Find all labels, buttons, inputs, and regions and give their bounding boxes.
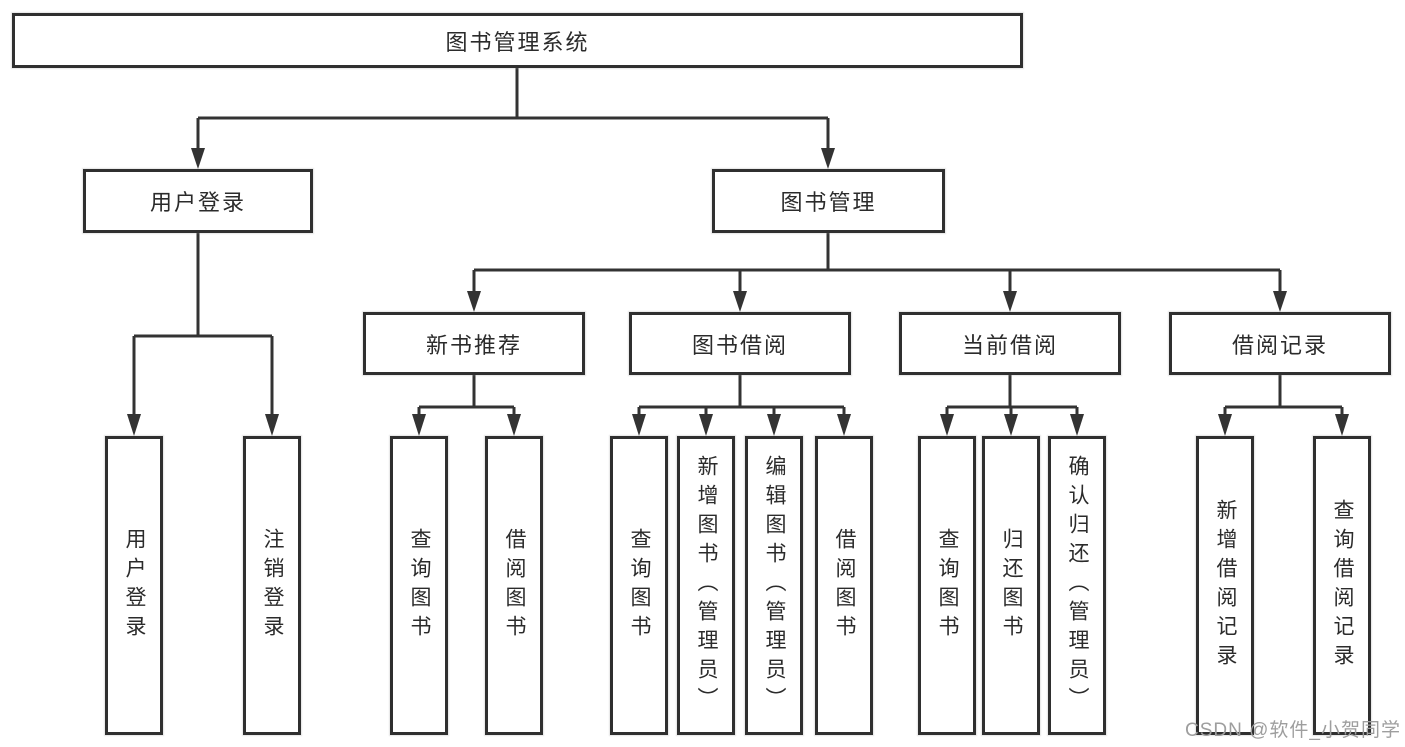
leaf-add-books-admin: 新增图书（管理员） — [677, 436, 735, 735]
leaf-confirm-return-admin: 确认归还（管理员） — [1048, 436, 1106, 735]
leaf-return-books: 归还图书 — [982, 436, 1040, 735]
node-current-borrowing: 当前借阅 — [899, 312, 1121, 375]
node-root-library-system: 图书管理系统 — [12, 13, 1023, 68]
node-new-book-recommend: 新书推荐 — [363, 312, 585, 375]
leaf-logout: 注销登录 — [243, 436, 301, 735]
csdn-watermark: CSDN @软件_小贺同学 — [1185, 720, 1401, 741]
leaf-add-borrow-record: 新增借阅记录 — [1196, 436, 1254, 735]
node-borrowing-records: 借阅记录 — [1169, 312, 1391, 375]
node-book-borrowing: 图书借阅 — [629, 312, 851, 375]
node-user-login: 用户登录 — [83, 169, 313, 233]
leaf-recommend-query-books: 查询图书 — [390, 436, 448, 735]
leaf-user-login: 用户登录 — [105, 436, 163, 735]
leaf-borrow-books: 借阅图书 — [815, 436, 873, 735]
leaf-current-query-books: 查询图书 — [918, 436, 976, 735]
leaf-borrowing-query-books: 查询图书 — [610, 436, 668, 735]
leaf-query-borrow-record: 查询借阅记录 — [1313, 436, 1371, 735]
leaf-recommend-borrow-books: 借阅图书 — [485, 436, 543, 735]
node-book-management: 图书管理 — [712, 169, 945, 233]
leaf-edit-books-admin: 编辑图书（管理员） — [745, 436, 803, 735]
